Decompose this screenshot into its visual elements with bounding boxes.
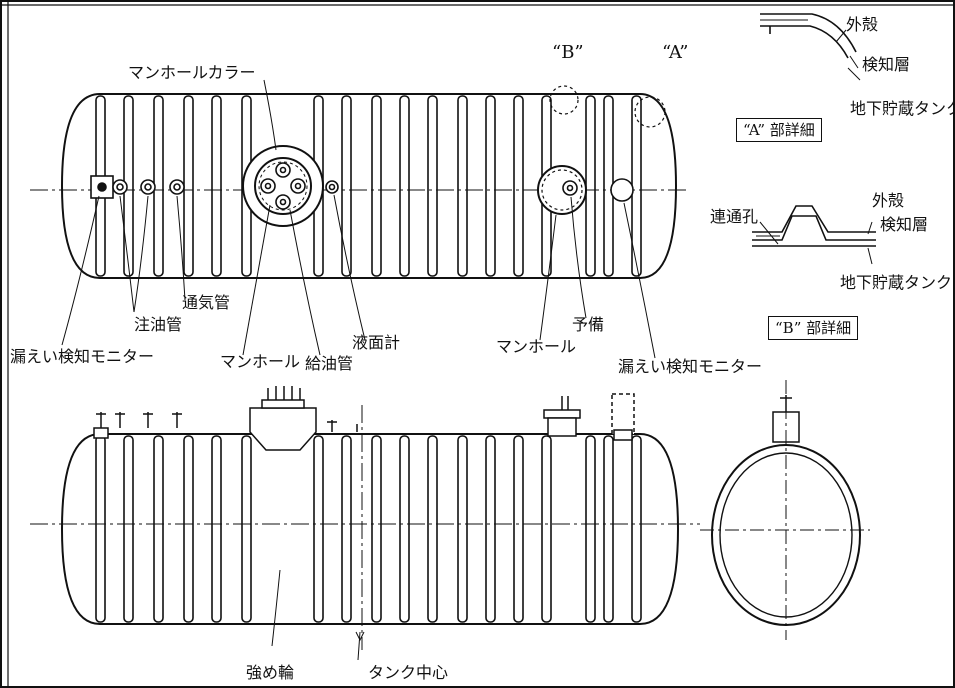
- side-rib-16: [585, 435, 596, 623]
- top-rib-14: [513, 95, 524, 277]
- manhole-left-label: マンホール: [220, 352, 301, 371]
- detail-a-detection-layer: 検知層: [862, 55, 911, 74]
- top-rib-8: [341, 95, 352, 277]
- side-rib-12: [457, 435, 468, 623]
- top-rib-12: [457, 95, 468, 277]
- detail-a-drawing: [760, 13, 861, 81]
- level-gauge-label: 液面計: [352, 333, 401, 352]
- side-view-ribs: [95, 435, 642, 623]
- top-rib-4: [183, 95, 194, 277]
- side-rib-13: [485, 435, 496, 623]
- detail-b-connecting-hole: 連通孔: [710, 207, 759, 226]
- leak-monitor-left-label: 漏えい検知モニター: [10, 347, 155, 366]
- detail-a-title: “A” 部詳細: [736, 118, 822, 142]
- end-view-centerlines: [700, 380, 870, 640]
- detail-a-tank: 地下貯蔵タンク: [850, 99, 955, 118]
- side-view-tank: [60, 433, 680, 625]
- detail-b-drawing: [752, 205, 876, 265]
- vent-pipe-label: 通気管: [182, 293, 231, 312]
- side-rib-6: [241, 435, 252, 623]
- top-rib-9: [371, 95, 382, 277]
- top-rib-11: [427, 95, 438, 277]
- top-rib-16: [585, 95, 596, 277]
- top-rib-5: [211, 95, 222, 277]
- side-rib-3: [153, 435, 164, 623]
- detail-b-tank: 地下貯蔵タンク: [840, 273, 953, 292]
- side-rib-8: [341, 435, 352, 623]
- side-rib-2: [123, 435, 134, 623]
- side-rib-5: [211, 435, 222, 623]
- side-rib-17: [603, 435, 614, 623]
- side-rib-1: [95, 435, 106, 623]
- side-rib-9: [371, 435, 382, 623]
- detail-b-detection-layer: 検知層: [880, 215, 929, 234]
- side-rib-18: [631, 435, 642, 623]
- side-rib-4: [183, 435, 194, 623]
- side-rib-14: [513, 435, 524, 623]
- callout-circles: [549, 85, 666, 128]
- reinforcing-ring-label: 強め輪: [246, 663, 295, 682]
- top-rib-10: [399, 95, 410, 277]
- side-fittings: [93, 386, 635, 451]
- top-fittings: [90, 145, 634, 227]
- manhole-collar-label: マンホールカラー: [128, 63, 256, 82]
- detail-a-outer-shell: 外殻: [846, 15, 879, 34]
- leak-monitor-right-port: [610, 178, 634, 202]
- callout-b-label: “B”: [552, 42, 584, 63]
- spare-label: 予備: [572, 315, 605, 334]
- callout-a-label: “A”: [662, 42, 689, 63]
- leader-lines-top: [61, 79, 656, 359]
- top-view-tank: [60, 93, 678, 279]
- side-rib-15: [541, 435, 552, 623]
- side-rib-7: [313, 435, 324, 623]
- oil-injection-pipe-label: 注油管: [134, 315, 183, 334]
- side-rib-11: [427, 435, 438, 623]
- detail-b-outer-shell: 外殻: [872, 191, 905, 210]
- tank-center-label: タンク中心: [368, 663, 449, 682]
- manhole-right-label: マンホール: [496, 337, 577, 356]
- leak-monitor-right-label: 漏えい検知モニター: [618, 357, 763, 376]
- leader-lines-bottom: [271, 569, 365, 661]
- side-centerline: [30, 405, 700, 650]
- side-rib-10: [399, 435, 410, 623]
- top-rib-13: [485, 95, 496, 277]
- oil-supply-pipe-label: 給油管: [305, 354, 354, 373]
- detail-b-title: “B” 部詳細: [768, 316, 859, 340]
